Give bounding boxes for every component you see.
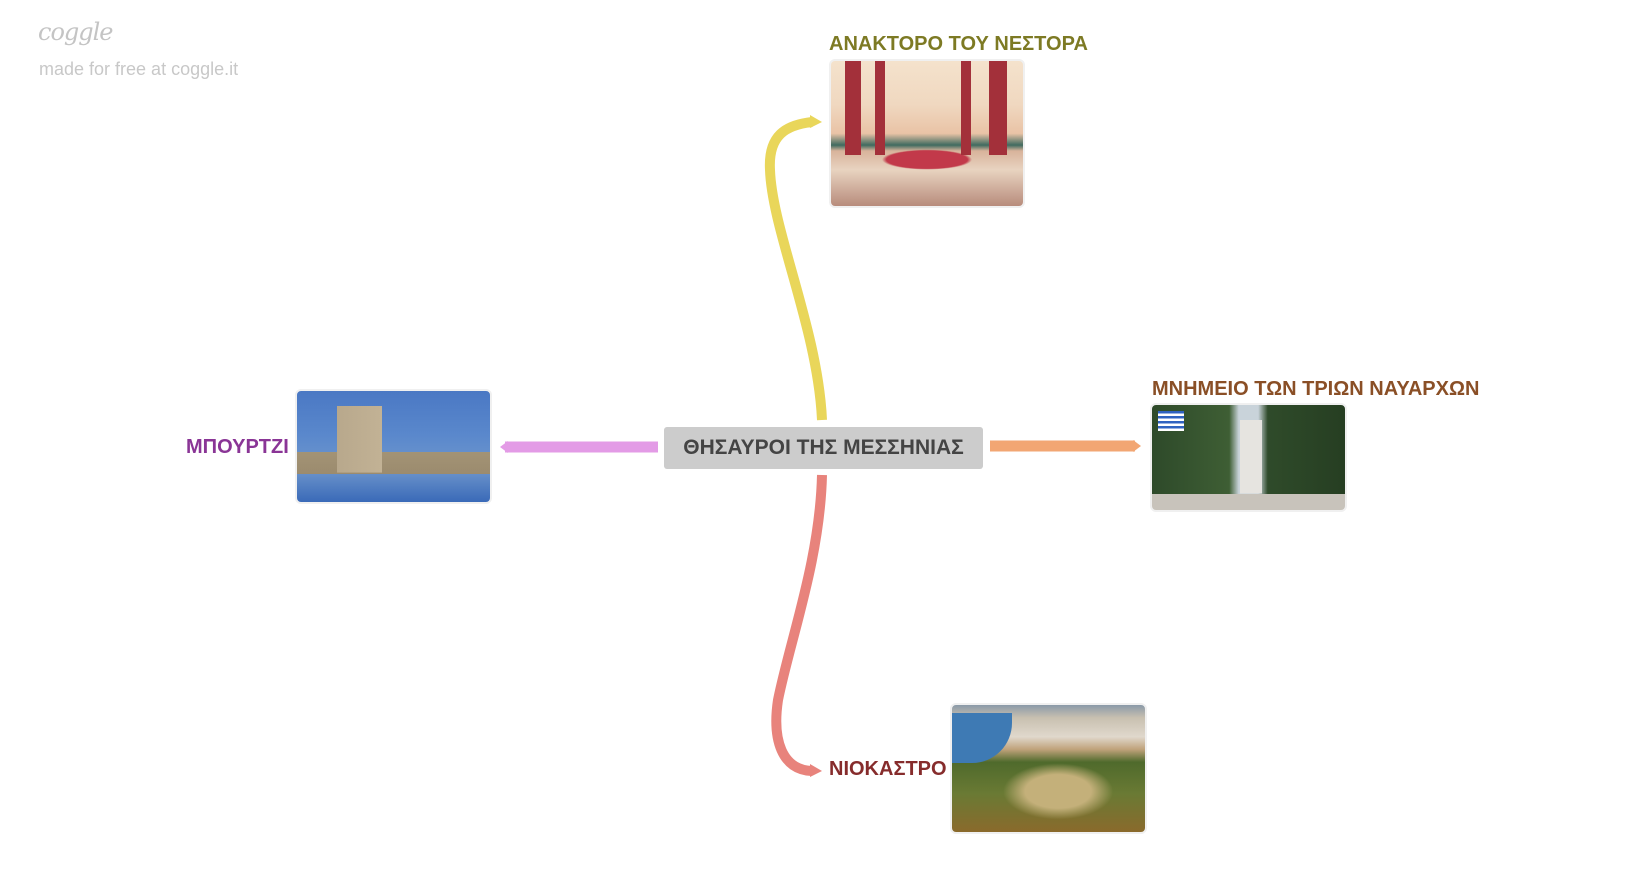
palace-image[interactable]: [829, 59, 1025, 208]
central-node[interactable]: ΘΗΣΑΥΡΟΙ ΤΗΣ ΜΕΣΣΗΝΙΑΣ: [664, 427, 983, 469]
coggle-logo[interactable]: coggle: [38, 18, 113, 46]
bourtzi-image[interactable]: [295, 389, 492, 504]
branch-link-monument-tip: [1133, 440, 1141, 452]
branch-link-palace: [764, 117, 827, 421]
niokastro-image[interactable]: [950, 703, 1147, 834]
sea-area: [952, 713, 1012, 763]
node-label-palace[interactable]: ΑΝΑΚΤΟΡΟ ΤΟΥ ΝΕΣΤΟΡΑ: [829, 33, 1088, 55]
branch-link-bourtzi-tip: [500, 441, 508, 453]
branch-link-niokastro-tip: [810, 764, 822, 777]
greek-flag-icon: [1158, 411, 1184, 431]
central-node-label: ΘΗΣΑΥΡΟΙ ΤΗΣ ΜΕΣΣΗΝΙΑΣ: [683, 436, 964, 459]
node-label-bourtzi[interactable]: ΜΠΟΥΡΤΖΙ: [186, 436, 289, 458]
node-label-monument[interactable]: ΜΝΗΜΕΙΟ ΤΩΝ ΤΡΙΩΝ ΝΑΥΑΡΧΩΝ: [1152, 378, 1480, 400]
branch-link-niokastro: [771, 474, 827, 776]
made-for-free-link[interactable]: made for free at coggle.it: [39, 59, 239, 79]
branch-link-palace-tip: [810, 115, 822, 128]
node-label-niokastro[interactable]: ΝΙΟΚΑΣΤΡΟ: [829, 758, 947, 780]
monument-image[interactable]: [1150, 403, 1347, 512]
